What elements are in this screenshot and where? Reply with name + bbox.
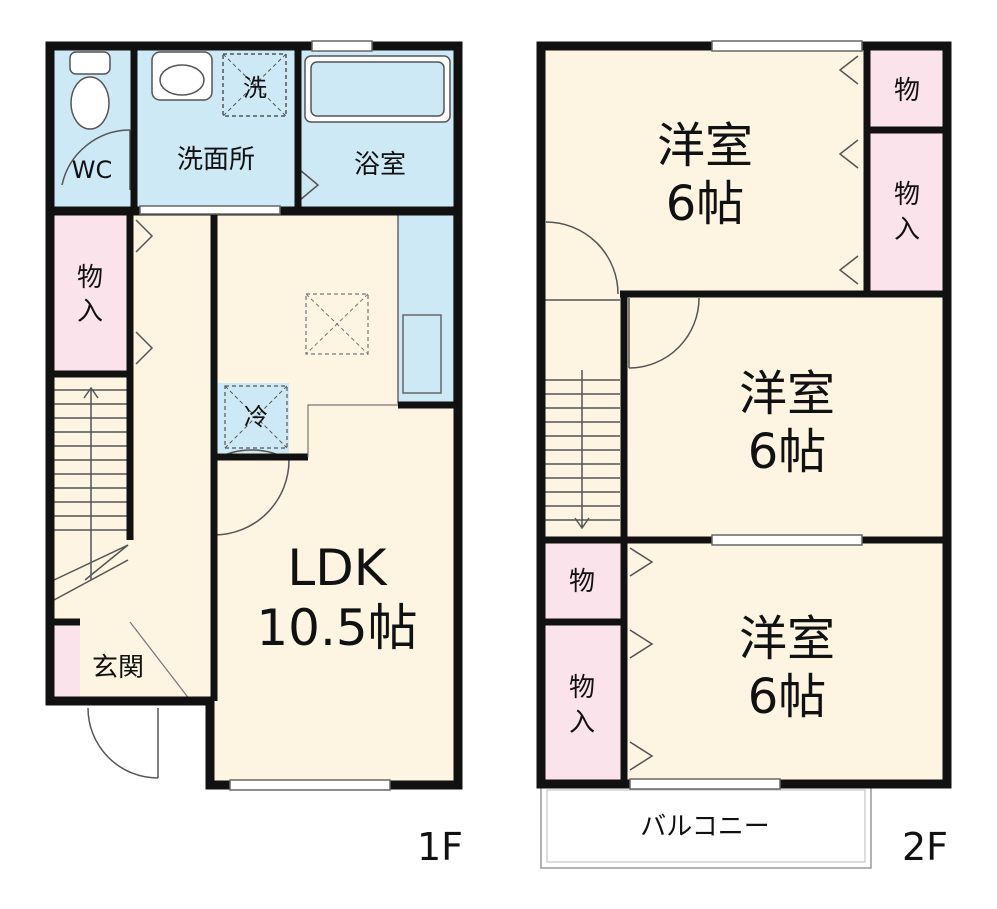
fridge-icon	[224, 385, 288, 449]
closet-right-area	[867, 130, 947, 294]
window-ldk	[229, 779, 391, 791]
stairs-1f-icon	[53, 386, 129, 601]
room-b-area	[624, 294, 947, 540]
label-fridge: 冷	[244, 403, 268, 431]
label-ldk-name: LDK	[287, 539, 387, 597]
bathtub-icon	[304, 55, 451, 123]
entrance-floor	[80, 622, 210, 701]
label-entrance: 玄関	[92, 653, 144, 683]
label-washer: 洗	[243, 74, 267, 102]
stair-1f-area	[50, 374, 130, 622]
label-room-a-size: 6帖	[666, 176, 745, 232]
label-bath: 浴室	[354, 150, 406, 180]
label-balcony: バルコニー	[640, 812, 769, 842]
storage-top-area	[867, 46, 947, 130]
label-room-b-size: 6帖	[748, 424, 827, 480]
doors-2f	[545, 55, 859, 771]
label-closet-1f-bottom: 入	[77, 297, 103, 327]
label-closet-left-bottom: 入	[569, 708, 595, 738]
room-c-area	[624, 540, 947, 784]
sink	[402, 314, 442, 394]
entrance-step-line	[129, 621, 191, 701]
label-room-c-size: 6帖	[748, 669, 827, 725]
floor-label-2f: 2F	[902, 825, 948, 869]
closet-left-area	[541, 622, 624, 784]
window-washroom	[139, 205, 281, 215]
window-room-c	[629, 778, 781, 790]
stairs-2f-icon	[545, 299, 620, 530]
window-room-b	[711, 534, 863, 546]
ceiling-box-icon	[305, 293, 369, 355]
balcony-area	[540, 783, 872, 869]
label-room-c-name: 洋室	[739, 611, 835, 667]
walls-1f	[45, 41, 463, 790]
washer-icon	[222, 53, 287, 117]
label-closet-right-top: 物	[894, 180, 920, 210]
label-storage-mid: 物	[569, 567, 595, 597]
label-wc: WC	[72, 156, 113, 184]
hall-area	[130, 211, 210, 701]
label-closet-left-top: 物	[569, 673, 595, 703]
closet-1f-area	[50, 211, 134, 374]
storage-mid-area	[541, 540, 624, 622]
label-room-a-name: 洋室	[657, 118, 753, 174]
wash-basin-icon	[151, 51, 213, 101]
floor-label-1f: 1F	[417, 825, 463, 869]
label-ldk-size: 10.5帖	[256, 599, 417, 657]
label-room-b-name: 洋室	[739, 366, 835, 422]
label-closet-right-bottom: 入	[894, 215, 920, 245]
first-floor: WC 洗面所 洗 浴室 物 入 冷 玄関 LDK 10.5帖 1F	[45, 40, 463, 869]
label-storage-top: 物	[894, 76, 920, 106]
second-floor: 洋室 6帖 洋室 6帖 洋室 6帖 物 物 入 物 物 入 バルコニー 2F	[536, 40, 952, 869]
toilet-icon	[69, 51, 111, 130]
label-washroom: 洗面所	[177, 145, 255, 175]
label-closet-1f-top: 物	[77, 263, 103, 293]
room-a-area	[541, 46, 867, 294]
window-room-a	[711, 40, 863, 52]
window-bath	[311, 40, 373, 52]
